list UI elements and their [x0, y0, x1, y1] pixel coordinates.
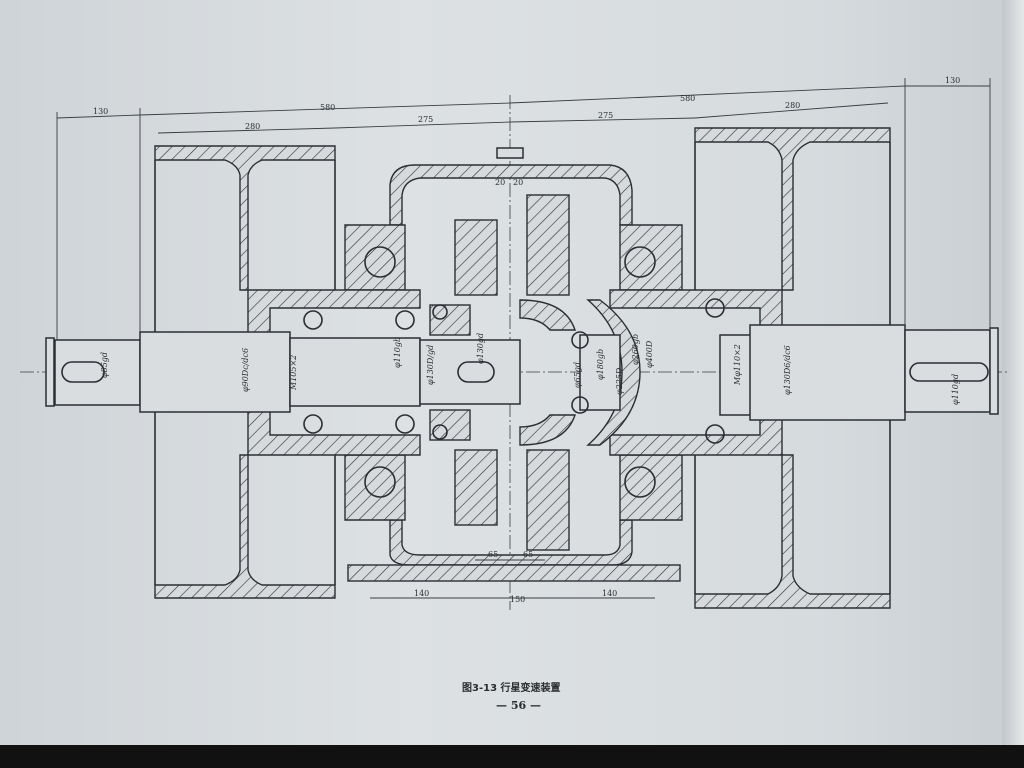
- label-left-shaft: φ90Dc/dc6: [241, 348, 250, 392]
- label-right-shaft-end: φ110gd: [951, 374, 960, 405]
- dim-top-left-end: 130: [93, 107, 108, 116]
- page-number: — 56 —: [496, 699, 541, 712]
- page-curl: [1002, 0, 1024, 745]
- dim-left-wheel-width: 280: [245, 122, 260, 131]
- figure-caption: 图3-13 行星变速装置: [462, 683, 561, 694]
- label-sun-bore: φ130D/gd: [426, 345, 435, 385]
- label-right-shaft: φ130D6/dc6: [783, 345, 792, 395]
- planetary-gearbox-drawing: 130 580 580 130 280 275 275 280 20 20 65…: [20, 76, 1010, 610]
- dim-base-center: 150: [510, 595, 525, 604]
- label-left-thread: M105×2: [289, 355, 298, 391]
- dim-center-left: 275: [418, 115, 433, 124]
- label-right-thread: Mφ110×2: [733, 344, 742, 386]
- dim-base-right: 140: [602, 589, 617, 598]
- dim-top-right-half: 580: [680, 94, 695, 103]
- right-shaft: [579, 324, 999, 421]
- dim-base-left: 140: [414, 589, 429, 598]
- label-pin: φ65gd: [573, 362, 582, 388]
- dark-background: [0, 745, 1024, 768]
- dim-center-gap-right: 20: [513, 178, 523, 187]
- label-sun: φ130gd: [476, 333, 485, 364]
- dim-right-wheel-width: 280: [785, 101, 800, 110]
- dimension-lines: [56, 78, 991, 599]
- dim-center-right: 275: [598, 111, 613, 120]
- label-ring-inner: φ225D: [615, 367, 624, 395]
- planet-gears: [429, 194, 641, 551]
- bearings: [303, 246, 725, 498]
- dim-inner-left: 65: [488, 550, 498, 559]
- label-housing: φ400D: [645, 340, 654, 368]
- label-bearing-left: φ110gb: [393, 337, 402, 368]
- dim-inner-right: 65: [523, 550, 533, 559]
- label-ring-outer: φ260gb: [631, 334, 640, 365]
- gearbox-housing: [344, 147, 683, 582]
- left-hub: [247, 289, 421, 456]
- base-plate: [347, 564, 681, 582]
- label-left-shaft-end: φ85gd: [100, 352, 109, 378]
- dim-center-gap-left: 20: [495, 178, 505, 187]
- breather-cap: [496, 147, 524, 159]
- label-carrier: φ180gb: [596, 349, 605, 380]
- dim-top-right-end: 130: [945, 76, 960, 85]
- left-shaft: [45, 331, 521, 413]
- dim-top-left-half: 580: [320, 103, 335, 112]
